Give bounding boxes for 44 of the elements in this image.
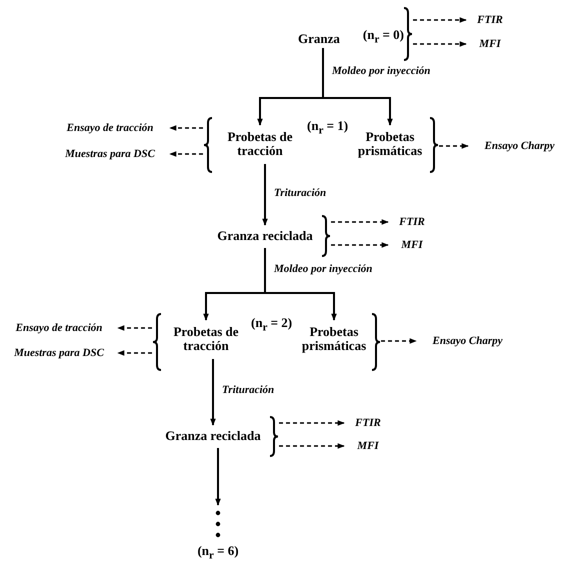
test-label: Muestras para DSC bbox=[65, 148, 155, 160]
stage-label: Granza reciclada bbox=[165, 428, 261, 444]
edge-label: Trituración bbox=[221, 384, 276, 396]
dashed-arrow bbox=[117, 325, 152, 331]
test-label: FTIR bbox=[477, 14, 503, 26]
dashed-arrow bbox=[117, 350, 152, 356]
test-label: FTIR bbox=[355, 416, 381, 430]
cycle-number: (n$_{r}$ = 0) bbox=[362, 28, 404, 46]
dashed-arrow bbox=[331, 219, 389, 225]
test-label: Ensayo Charpy bbox=[484, 140, 554, 152]
dashed-arrow bbox=[169, 125, 203, 131]
dashed-arrow bbox=[439, 143, 469, 149]
test-label: MFI bbox=[401, 238, 423, 252]
arrow bbox=[264, 248, 337, 321]
stage-label: Granza reciclada bbox=[217, 228, 313, 244]
test-label: Muestras para DSC bbox=[14, 346, 104, 360]
edge-label: Moldeo por inyección bbox=[273, 262, 374, 274]
test-label: FTIR bbox=[399, 216, 425, 228]
stage-label: Probetas prismáticas bbox=[356, 130, 424, 158]
stage-label: Probetas prismáticas bbox=[300, 324, 368, 354]
stage-label: Probetas de tracción bbox=[172, 324, 240, 354]
cycle-number: (n$_{r}$ = 1) bbox=[306, 118, 350, 137]
stage-label: Probetas de tracción bbox=[226, 130, 294, 158]
dashed-arrow bbox=[279, 443, 345, 449]
dashed-arrow bbox=[413, 41, 467, 47]
test-label: Ensayo Charpy bbox=[432, 334, 502, 348]
cycle-number: (n$_{r}$ = 2) bbox=[250, 315, 294, 334]
test-label: Ensayo de tracción bbox=[66, 122, 154, 134]
edge-label: Moldeo por inyección bbox=[331, 65, 432, 77]
dashed-arrow bbox=[381, 338, 417, 344]
dashed-arrow bbox=[279, 420, 345, 426]
stage-label: Granza bbox=[298, 32, 340, 46]
test-label: MFI bbox=[479, 38, 501, 50]
arrow bbox=[262, 164, 268, 226]
edge-label: Trituración bbox=[273, 186, 328, 198]
test-label: MFI bbox=[357, 440, 379, 452]
arrow bbox=[322, 48, 393, 126]
arrow bbox=[210, 359, 216, 426]
stage-label: (n$_{r}$ = 6) bbox=[197, 544, 239, 562]
dashed-arrow bbox=[413, 17, 467, 23]
arrow bbox=[215, 448, 221, 506]
test-label: Ensayo de tracción bbox=[16, 322, 102, 334]
dashed-arrow bbox=[331, 242, 389, 248]
dashed-arrow bbox=[169, 151, 203, 157]
